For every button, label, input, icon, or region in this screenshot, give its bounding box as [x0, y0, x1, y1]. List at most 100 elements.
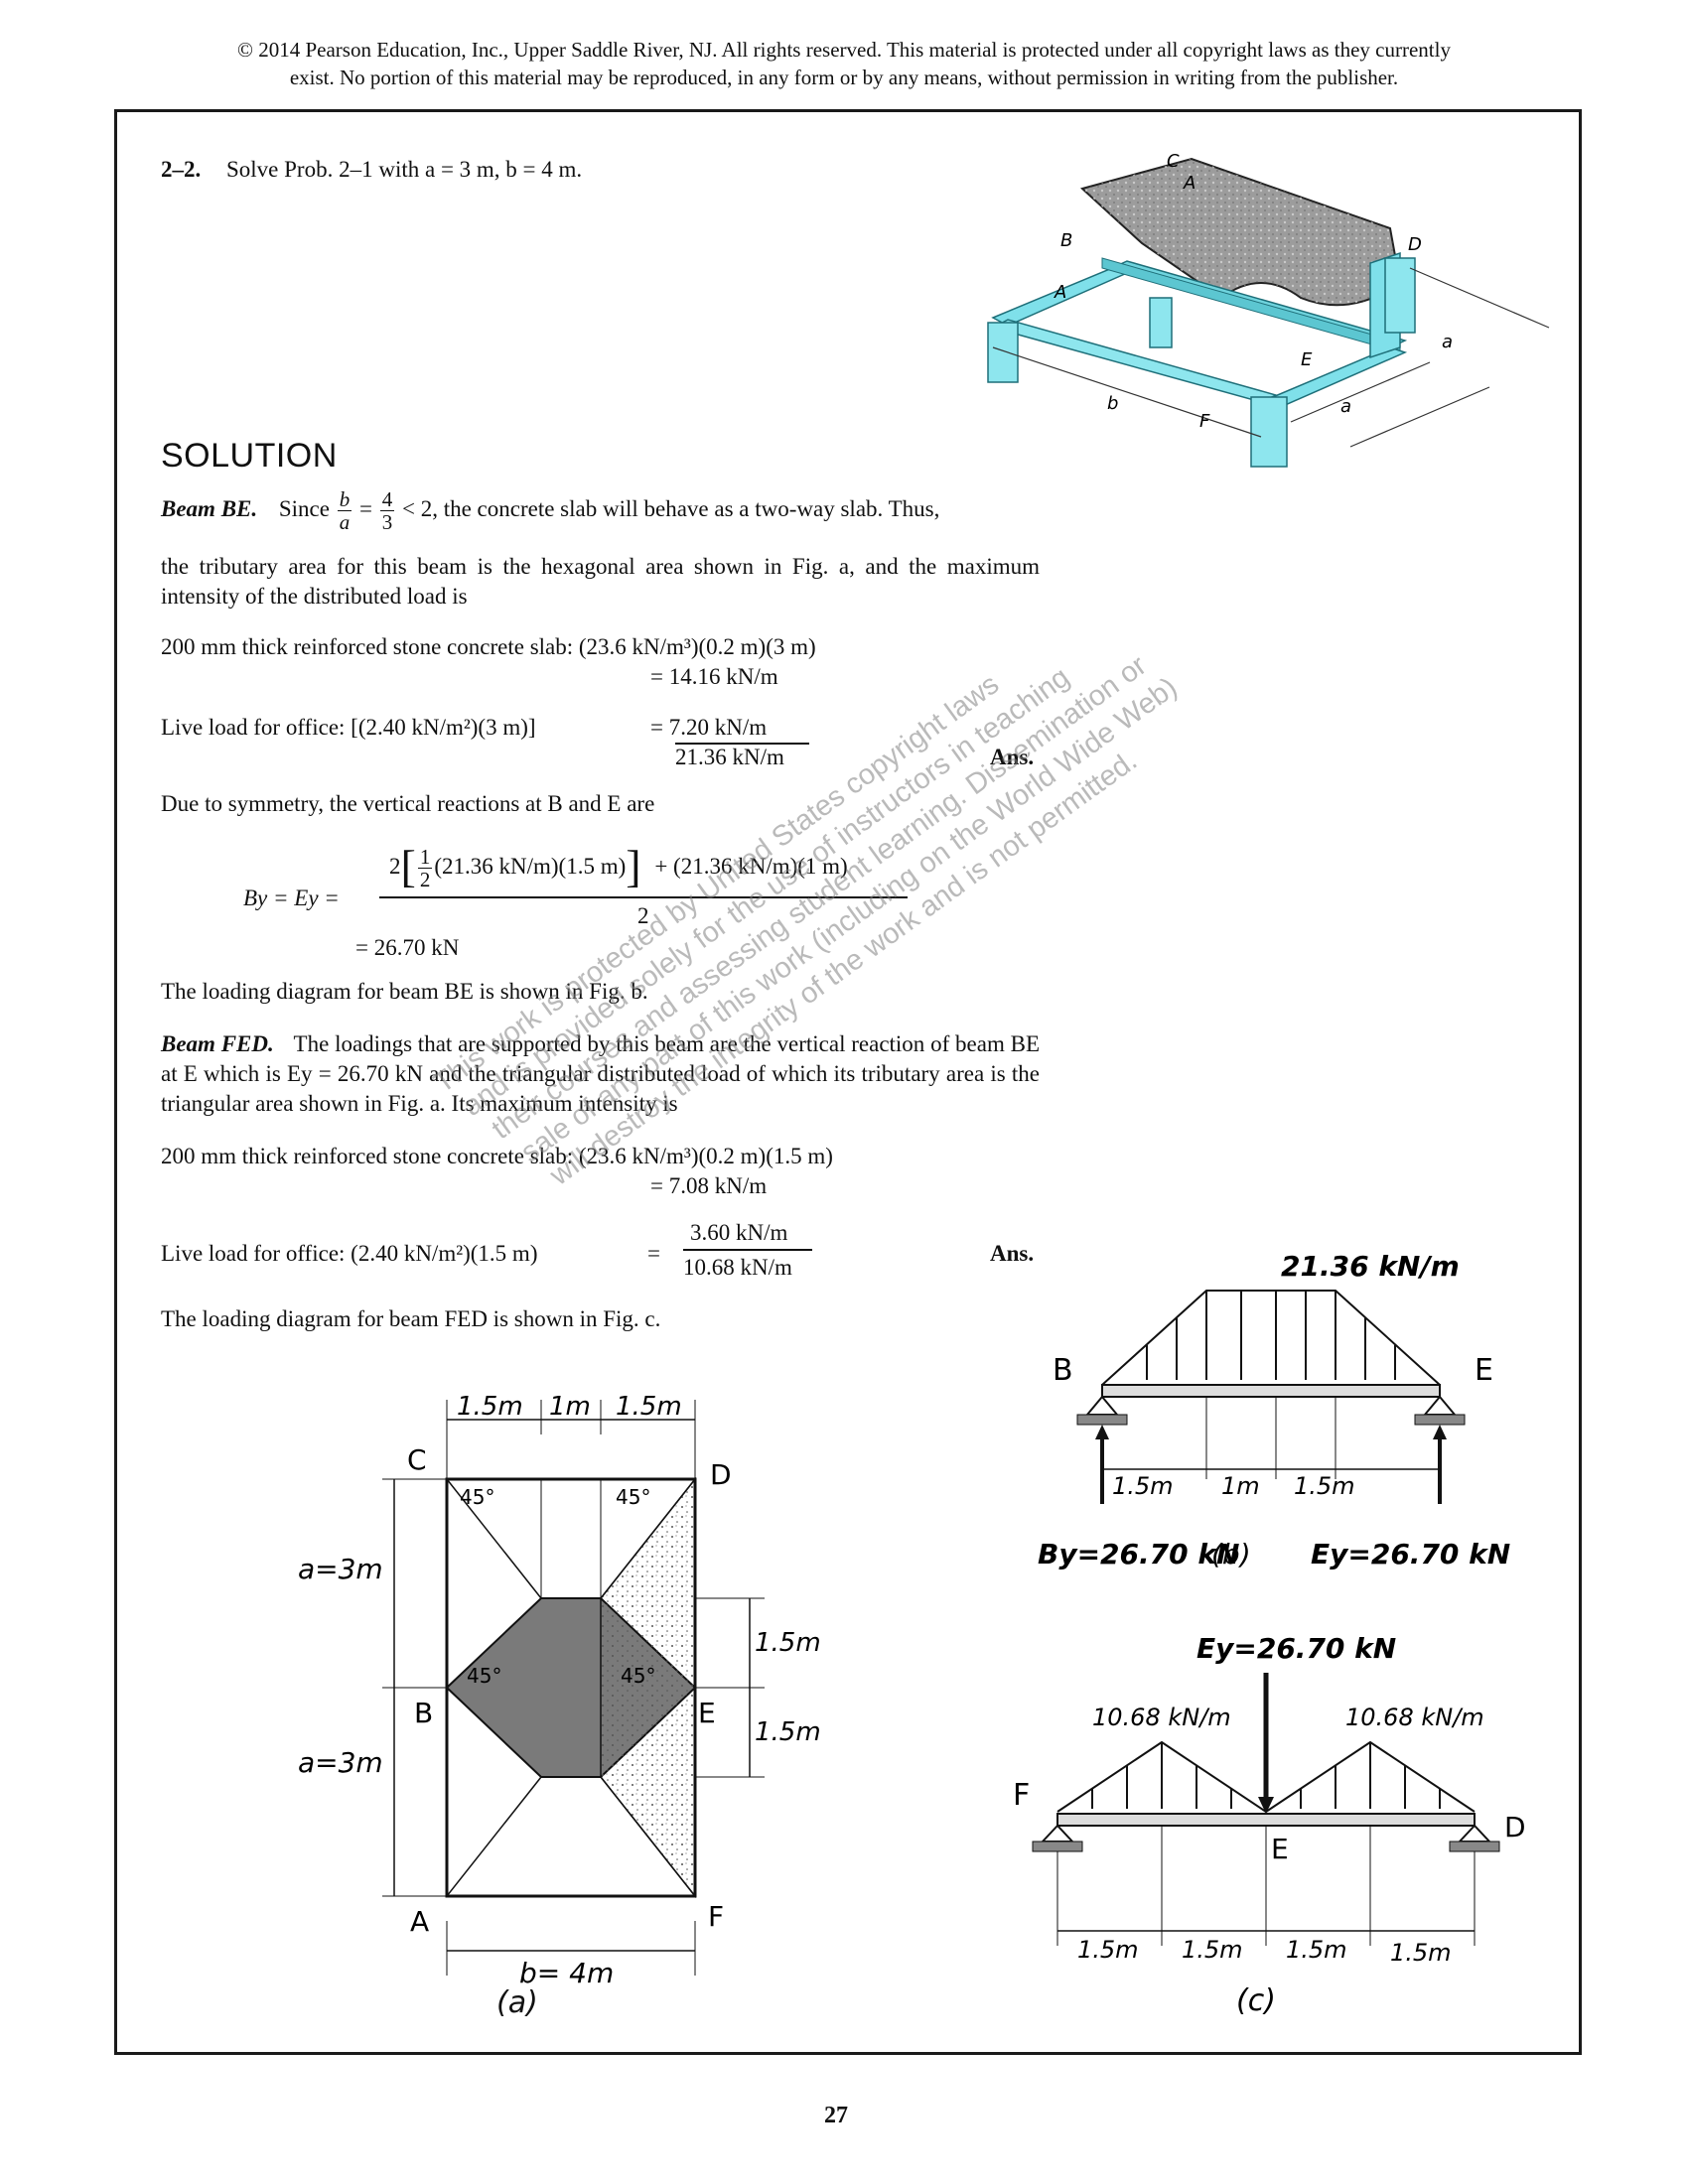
- fig-c-caption: (c): [1236, 1983, 1276, 2015]
- label-3d-point-b: B: [1060, 230, 1072, 251]
- fig-a-angle-3: 45°: [467, 1664, 501, 1688]
- label-3d-point-a: A: [1054, 282, 1066, 303]
- fig-a-caption: (a): [496, 1985, 538, 2020]
- equation-fraction-bar: [379, 896, 908, 898]
- fig-c-dim-1: 1.5m: [1077, 1936, 1139, 1964]
- paragraph-tributary-hexagonal: the tributary area for this beam is the …: [161, 554, 1040, 609]
- problem-statement: 2–2. Solve Prob. 2–1 with a = 3 m, b = 4…: [161, 155, 582, 185]
- total-load-fed: 10.68 kN/m: [683, 1255, 792, 1280]
- beam-be-title: Beam BE.: [161, 495, 258, 521]
- symmetry-text: Due to symmetry, the vertical reactions …: [161, 791, 655, 816]
- label-3d-point-d: D: [1408, 234, 1422, 255]
- fig-a-node-e: E: [698, 1697, 716, 1729]
- label-3d-dim-a2: a: [1340, 396, 1351, 417]
- fraction-4-over-3: 4 3: [379, 487, 395, 534]
- fig-c-load-right-label: 10.68 kN/m: [1345, 1704, 1484, 1731]
- label-3d-dim-b: b: [1107, 393, 1118, 414]
- label-3d-dim-a1: a: [1442, 332, 1453, 352]
- fig-a-left-dim-2: a=3m: [298, 1746, 383, 1779]
- equation-result: = 26.70 kN: [355, 935, 460, 960]
- fig-b-node-b: B: [1053, 1353, 1073, 1388]
- fig-b-reaction-b: By=26.70 kN: [1038, 1538, 1239, 1570]
- fig-b-dim-3: 1.5m: [1294, 1472, 1355, 1500]
- copyright-line-1: © 2014 Pearson Education, Inc., Upper Sa…: [237, 38, 1451, 62]
- fig-a-angle-2: 45°: [616, 1485, 650, 1509]
- live2-load-label: Live load for office: (2.40 kN/m²)(1.5 m…: [161, 1241, 538, 1266]
- loading-be-text: The loading diagram for beam BE is shown…: [161, 979, 648, 1004]
- fig-b-dim-1: 1.5m: [1112, 1472, 1174, 1500]
- label-3d-point-e: E: [1301, 349, 1313, 370]
- total-load-be: 21.36 kN/m: [675, 745, 784, 769]
- fig-c-node-d: D: [1504, 1811, 1526, 1843]
- label-3d-a-point: A: [1183, 173, 1196, 194]
- live-load-result: = 7.20 kN/m: [650, 715, 768, 740]
- label-3d-point-c: C: [1167, 151, 1180, 172]
- fig-c-dim-2: 1.5m: [1182, 1936, 1243, 1964]
- problem-text: Solve Prob. 2–1 with a = 3 m, b = 4 m.: [226, 157, 583, 182]
- frac-b: b: [337, 487, 352, 511]
- live2-load-result: 3.60 kN/m: [690, 1220, 788, 1245]
- fig-c-load-left-label: 10.68 kN/m: [1092, 1704, 1231, 1731]
- fig-b-reaction-e: Ey=26.70 kN: [1311, 1538, 1510, 1570]
- eq-factor-two: 2: [389, 853, 401, 879]
- figure-a-tributary-areas: 1.5m 1m 1.5m a=3m a=3m 1.5m 1.5m 45° 45°…: [298, 1392, 821, 1989]
- paragraph-beam-fed: Beam FED. The loadings that are supporte…: [161, 1029, 1040, 1119]
- fig-a-node-f: F: [708, 1900, 724, 1933]
- beam-be-since-line: Beam BE. Since b a = 4 3 < 2, the concre…: [161, 487, 940, 534]
- ans-label-2: Ans.: [990, 1241, 1035, 1266]
- fig-b-node-e: E: [1475, 1353, 1493, 1388]
- copyright-notice: © 2014 Pearson Education, Inc., Upper Sa…: [129, 36, 1559, 91]
- beam-fed-text: The loadings that are supported by this …: [161, 1031, 1041, 1116]
- fig-b-caption: (b): [1211, 1538, 1251, 1570]
- page-number: 27: [824, 2103, 848, 2128]
- equation-denominator: 2: [637, 903, 649, 928]
- live-load-label: Live load for office: [(2.40 kN/m²)(3 m)…: [161, 715, 536, 740]
- fig-a-node-a: A: [410, 1905, 429, 1938]
- bracket-right: ]: [626, 840, 641, 891]
- problem-number: 2–2.: [161, 157, 202, 182]
- sum-line-1: [675, 743, 809, 745]
- solution-heading: SOLUTION: [161, 437, 338, 475]
- fig-a-top-dim-2: 1m: [549, 1392, 591, 1422]
- slab-load-label: 200 mm thick reinforced stone concrete s…: [161, 634, 816, 659]
- page-frame: [114, 109, 1582, 2055]
- eq-term-1: (21.36 kN/m)(1.5 m): [434, 853, 627, 879]
- figure-b-beam-be-loading: 1.5m 1m 1.5m 21.36 kN/m B E By=26.70 kN …: [1038, 1250, 1510, 1570]
- label-3d-point-f: F: [1199, 411, 1210, 432]
- fig-a-top-dim-3: 1.5m: [616, 1392, 682, 1422]
- bracket-left: [: [400, 840, 416, 891]
- fig-a-left-dim-1: a=3m: [298, 1553, 383, 1585]
- sum-line-2: [683, 1249, 812, 1251]
- fig-a-node-c: C: [407, 1443, 427, 1476]
- equation-lhs: By = Ey =: [243, 886, 340, 910]
- frac-3: 3: [381, 510, 393, 534]
- fig-a-right-dim-2: 1.5m: [755, 1717, 821, 1747]
- eq-half-den: 2: [419, 868, 431, 891]
- fig-c-dim-3: 1.5m: [1286, 1936, 1347, 1964]
- frac-a: a: [339, 510, 351, 534]
- fig-c-node-e: E: [1271, 1833, 1289, 1865]
- loading-fed-text: The loading diagram for beam FED is show…: [161, 1306, 661, 1331]
- fig-a-angle-1: 45°: [460, 1485, 494, 1509]
- fig-a-right-dim-1: 1.5m: [755, 1628, 821, 1658]
- fig-b-load-label: 21.36 kN/m: [1281, 1250, 1460, 1283]
- fig-a-node-b: B: [414, 1697, 433, 1729]
- figure-c-beam-fed-loading: 1.5m 1.5m 1.5m 1.5m Ey=26.70 kN 10.68 kN…: [1013, 1632, 1526, 2015]
- slab2-load-label: 200 mm thick reinforced stone concrete s…: [161, 1144, 833, 1168]
- since-word: Since: [278, 495, 330, 521]
- frac-4: 4: [379, 487, 395, 511]
- eq-term-2: + (21.36 kN/m)(1 m): [654, 853, 848, 879]
- since-rest: < 2, the concrete slab will behave as a …: [401, 495, 940, 521]
- fraction-b-over-a: b a: [337, 487, 352, 534]
- fig-c-node-f: F: [1013, 1778, 1030, 1813]
- floor-system-3d-figure: A A B C D E F a a b: [987, 151, 1550, 468]
- fig-a-top-dim-1: 1.5m: [457, 1392, 523, 1422]
- beam-fed-title: Beam FED.: [161, 1031, 274, 1056]
- eq-half-num: 1: [417, 845, 433, 869]
- slab-load-result: = 14.16 kN/m: [650, 664, 778, 689]
- live2-eq: =: [647, 1241, 660, 1266]
- fig-a-bottom-dim: b= 4m: [519, 1957, 614, 1989]
- fig-a-angle-4: 45°: [621, 1664, 655, 1688]
